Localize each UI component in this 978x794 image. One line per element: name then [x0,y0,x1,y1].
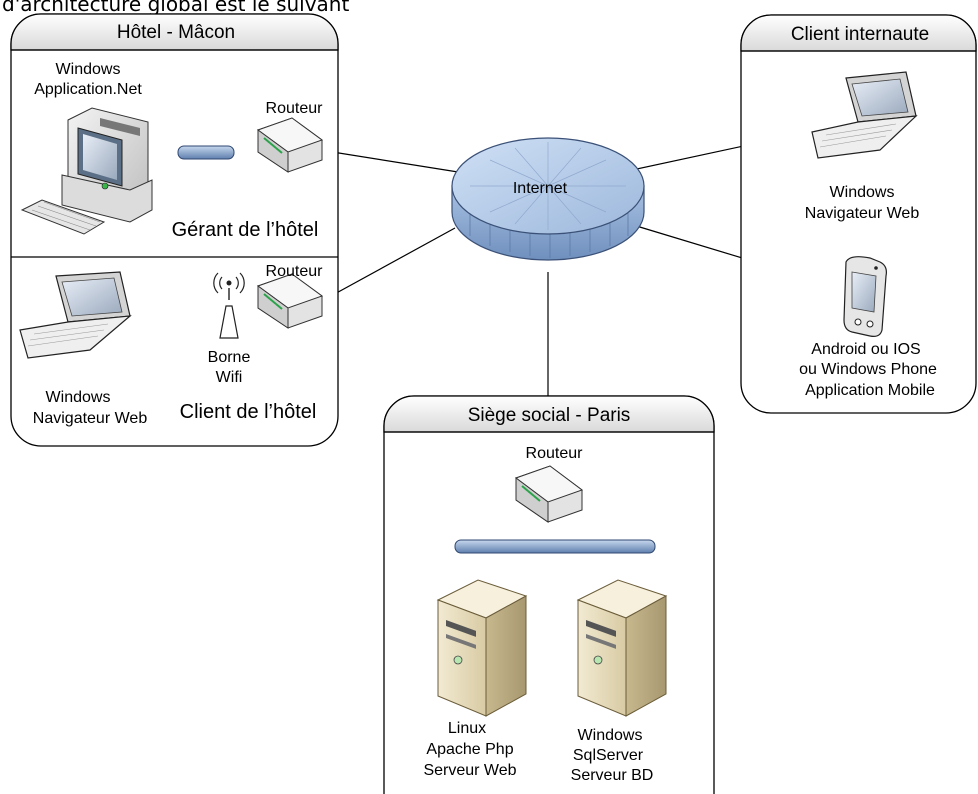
top-partial-text: d'architecture global est le suivant [2,0,349,16]
database-server-icon [576,579,668,717]
label-borne: Borne [208,349,251,366]
network-bus-icon [454,539,656,554]
label-hotel-laptop-2: Navigateur Web [33,410,148,427]
label-routeur-3: Routeur [526,445,584,462]
label-hotel-laptop-1: Windows [46,389,111,406]
group-title-client: Client internaute [791,24,929,45]
label-windows-app-1: Windows [56,61,121,78]
label-mobile-2: ou Windows Phone [799,361,937,378]
group-title-hotel: Hôtel - Mâcon [117,22,235,43]
label-srv1-3: Serveur Web [423,762,516,779]
laptop-icon [811,71,918,159]
label-gerant-hotel: Gérant de l’hôtel [172,219,319,241]
label-routeur-1: Routeur [266,100,324,117]
mobile-phone-icon [843,256,887,337]
label-mobile-1: Android ou IOS [811,341,920,358]
laptop-icon [19,271,132,359]
link-hotel-router1-internet [319,149,459,173]
label-srv2-1: Windows [578,727,643,744]
web-server-icon [436,579,528,717]
label-srv1-1: Linux [448,720,486,737]
label-web-laptop-2: Navigateur Web [805,205,920,222]
network-cable-icon [177,145,235,160]
link-hotel-router2-internet [319,227,456,303]
internet-cloud-icon: Internet [451,137,645,261]
label-srv2-3: Serveur BD [571,767,654,784]
group-title-siege: Siège social - Paris [468,405,631,426]
router-icon [256,273,324,329]
router-icon [514,465,584,523]
wifi-access-point-icon [213,272,245,339]
group-client-internaute: Client internaute [740,14,977,414]
label-srv1-2: Apache Php [426,741,513,758]
label-routeur-2: Routeur [266,263,324,280]
label-srv2-2: SqlServer [573,747,644,764]
label-windows-app-2: Application.Net [34,81,142,98]
label-web-laptop-1: Windows [830,184,895,201]
desktop-computer-icon [20,107,153,235]
label-mobile-3: Application Mobile [805,382,935,399]
internet-label: Internet [513,180,568,197]
label-wifi: Wifi [216,369,243,386]
router-icon [256,117,324,173]
label-client-hotel: Client de l’hôtel [180,401,317,423]
